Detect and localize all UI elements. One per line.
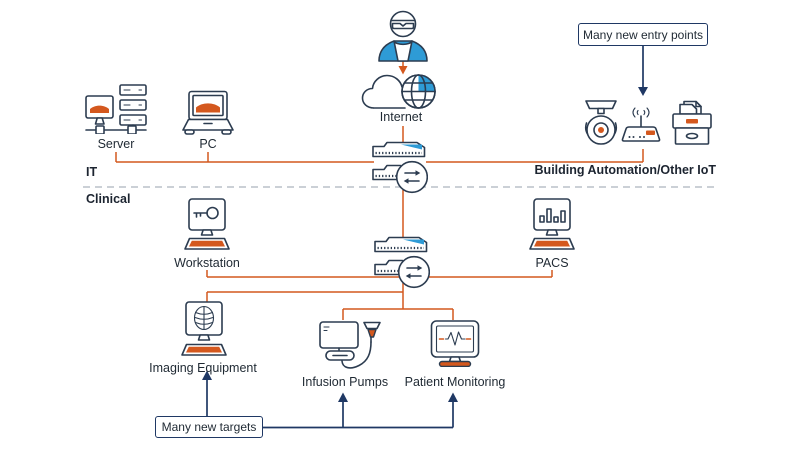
workstation-label: Workstation bbox=[174, 256, 240, 270]
network-switch-icon bbox=[374, 235, 430, 289]
infusion-pump-icon bbox=[316, 320, 382, 372]
up-arrowhead bbox=[202, 370, 212, 380]
server-icon bbox=[84, 84, 148, 134]
internet-cloud-icon bbox=[360, 72, 438, 110]
up-arrowhead bbox=[448, 392, 458, 402]
patient-monitor-icon bbox=[429, 320, 481, 367]
infusion-pumps-label: Infusion Pumps bbox=[301, 375, 389, 389]
targets-callout: Many new targets bbox=[155, 416, 263, 438]
wireless-router-icon bbox=[620, 106, 662, 144]
patient-monitoring-label: Patient Monitoring bbox=[404, 375, 506, 389]
pacs-icon bbox=[527, 198, 577, 252]
building-automation-zone-label: Building Automation/Other IoT bbox=[534, 163, 716, 177]
server-label: Server bbox=[97, 137, 135, 151]
it-zone-label: IT bbox=[86, 165, 98, 179]
internet-label: Internet bbox=[379, 110, 423, 124]
pacs-label: PACS bbox=[535, 256, 569, 270]
entry-points-callout: Many new entry points bbox=[578, 23, 708, 46]
workstation-icon bbox=[182, 198, 232, 252]
printer-icon bbox=[671, 99, 713, 146]
up-arrowhead bbox=[338, 392, 348, 402]
imaging-equipment-icon bbox=[179, 300, 229, 358]
pc-laptop-icon bbox=[180, 90, 236, 136]
down-arrowhead bbox=[638, 87, 648, 96]
clinical-zone-label: Clinical bbox=[86, 192, 131, 206]
hacker-icon bbox=[376, 7, 430, 63]
pc-label: PC bbox=[199, 137, 217, 151]
security-camera-icon bbox=[584, 100, 618, 148]
imaging-equipment-label: Imaging Equipment bbox=[149, 361, 257, 375]
network-switch-icon bbox=[372, 140, 428, 194]
down-arrowhead bbox=[398, 66, 408, 75]
